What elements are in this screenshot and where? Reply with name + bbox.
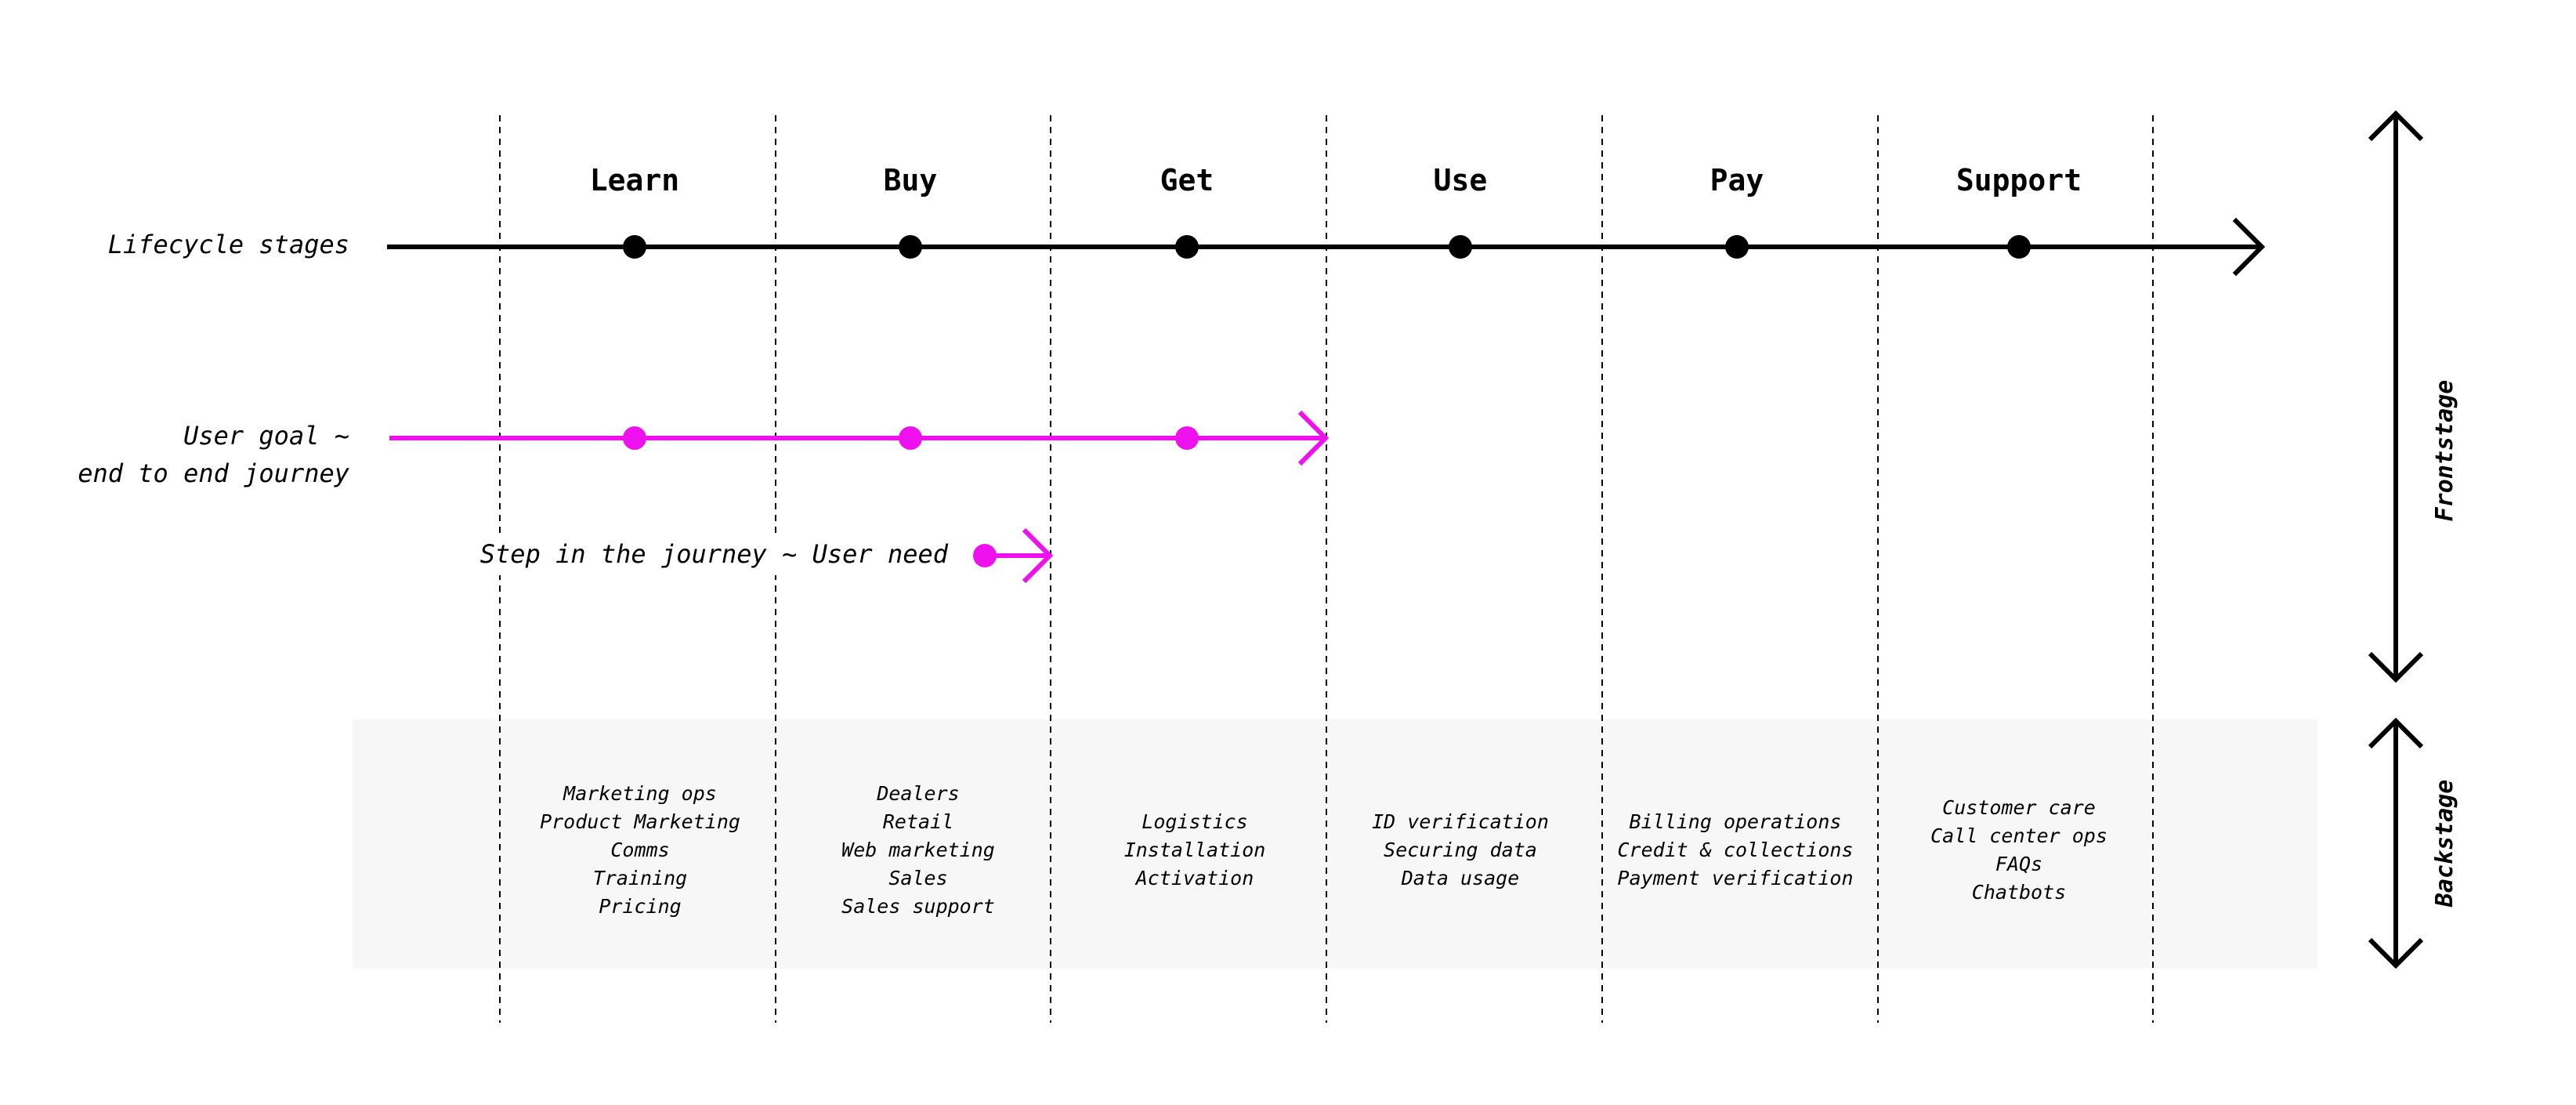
user-goal-dot xyxy=(899,426,922,450)
user-goal-dot xyxy=(623,426,646,450)
lifecycle-dot-use xyxy=(1449,235,1472,259)
backstage-column-support: Customer care Call center ops FAQs Chatb… xyxy=(1930,796,2107,904)
frontstage-double-arrow xyxy=(2368,110,2424,683)
backstage-item: Sales support xyxy=(841,895,995,918)
backstage-item: Retail xyxy=(883,810,953,833)
user-goal-arrowhead xyxy=(1297,410,1330,466)
column-dividers xyxy=(499,115,2154,1023)
frontstage-arrowhead-bottom xyxy=(2368,651,2424,683)
user-goal-label-line1: User goal ~ xyxy=(183,421,349,451)
backstage-column-get: Logistics Installation Activation xyxy=(1124,810,1266,889)
step-label-knockout xyxy=(459,533,961,575)
backstage-arrowhead-bottom xyxy=(2368,937,2424,969)
backstage-item: Payment verification xyxy=(1617,867,1853,889)
stage-label-learn: Learn xyxy=(590,163,679,197)
backstage-item: Comms xyxy=(610,839,669,861)
stage-label-buy: Buy xyxy=(884,163,938,197)
stage-labels: Learn Buy Get Use Pay Support xyxy=(590,163,2082,197)
backstage-item: Web marketing xyxy=(841,839,995,861)
lifecycle-arrowhead xyxy=(2232,217,2266,277)
backstage-item: Customer care xyxy=(1942,796,2096,819)
backstage-band xyxy=(353,719,2317,969)
lifecycle-dots xyxy=(623,235,2031,259)
stage-label-pay: Pay xyxy=(1710,163,1764,197)
lifecycle-dot-learn xyxy=(623,235,646,259)
lifecycle-stages-label: Lifecycle stages xyxy=(108,230,349,259)
stage-label-support: Support xyxy=(1956,163,2082,197)
backstage-item: Securing data xyxy=(1384,839,1537,861)
backstage-item: ID verification xyxy=(1372,810,1549,833)
backstage-column-learn: Marketing ops Product Marketing Comms Tr… xyxy=(540,782,740,918)
backstage-arrowhead-top xyxy=(2368,717,2424,749)
step-arrowhead xyxy=(1022,527,1054,584)
backstage-item: Installation xyxy=(1124,839,1266,861)
backstage-item: Billing operations xyxy=(1630,810,1842,833)
stage-label-get: Get xyxy=(1160,163,1214,197)
user-goal-label-line2: end to end journey xyxy=(78,458,350,488)
stage-label-use: Use xyxy=(1434,163,1488,197)
user-goal-dots xyxy=(623,426,1199,450)
user-goal-arrow xyxy=(389,410,1330,466)
step-dot xyxy=(973,544,997,567)
backstage-item: Marketing ops xyxy=(563,782,717,805)
lifecycle-dot-get xyxy=(1175,235,1199,259)
lifecycle-dot-support xyxy=(2007,235,2031,259)
backstage-item: Activation xyxy=(1134,867,1254,889)
lifecycle-dot-buy xyxy=(899,235,922,259)
backstage-item: Product Marketing xyxy=(540,810,740,833)
lifecycle-dot-pay xyxy=(1725,235,1749,259)
backstage-item: Chatbots xyxy=(1972,881,2066,904)
backstage-double-arrow xyxy=(2368,717,2424,969)
frontstage-arrowhead-top xyxy=(2368,110,2424,142)
backstage-item: Sales xyxy=(888,867,947,889)
frontstage-label: Frontstage xyxy=(2431,380,2458,522)
backstage-item: Call center ops xyxy=(1930,824,2107,847)
backstage-column-pay: Billing operations Credit & collections … xyxy=(1617,810,1853,889)
lifecycle-arrow xyxy=(387,217,2266,277)
backstage-item: Dealers xyxy=(876,782,959,805)
backstage-column-use: ID verification Securing data Data usage xyxy=(1372,810,1549,889)
step-label: Step in the journey ~ User need xyxy=(480,539,949,569)
backstage-item: Logistics xyxy=(1141,810,1247,833)
backstage-item: Training xyxy=(593,867,687,889)
backstage-label: Backstage xyxy=(2431,780,2458,908)
backstage-item: Data usage xyxy=(1401,867,1520,889)
backstage-item: Pricing xyxy=(599,895,681,918)
backstage-item: Credit & collections xyxy=(1617,839,1853,861)
user-goal-dot xyxy=(1175,426,1199,450)
backstage-item: FAQs xyxy=(1995,853,2042,875)
backstage-column-buy: Dealers Retail Web marketing Sales Sales… xyxy=(841,782,995,918)
